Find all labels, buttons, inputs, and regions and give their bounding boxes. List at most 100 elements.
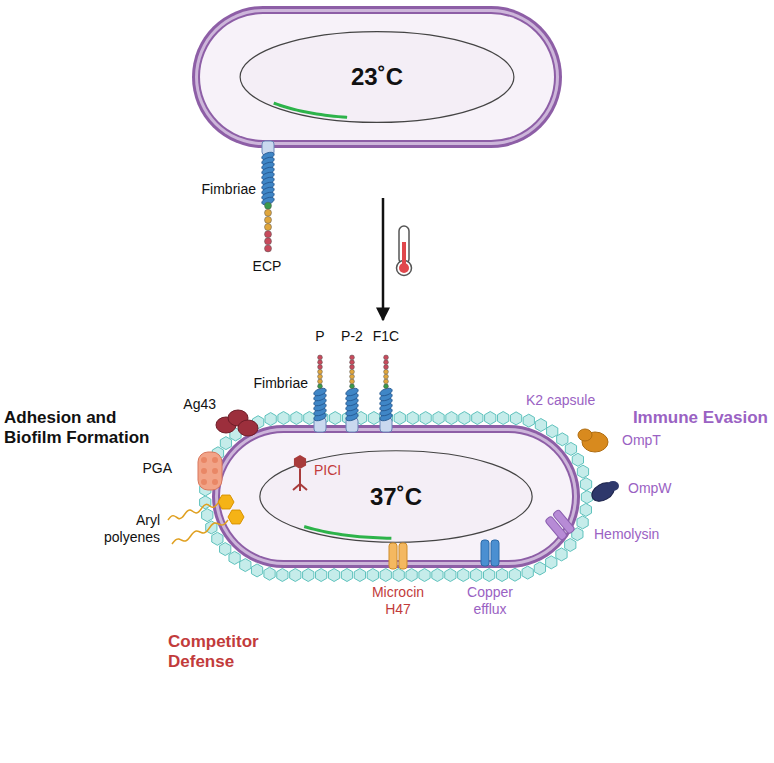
capsule-unit bbox=[510, 412, 521, 425]
capsule-unit bbox=[577, 516, 588, 529]
capsule-unit bbox=[445, 569, 456, 582]
capsule-unit bbox=[229, 551, 240, 564]
part-label: F1C bbox=[366, 328, 406, 345]
capsule-unit bbox=[291, 412, 302, 425]
capsule-unit bbox=[572, 453, 583, 466]
pga-polysaccharide bbox=[201, 457, 207, 463]
nucleoid bbox=[260, 451, 532, 543]
aryl-polyene bbox=[172, 520, 228, 544]
fimbria bbox=[318, 355, 323, 360]
fimbria bbox=[384, 365, 389, 370]
microcin-transporter bbox=[399, 543, 407, 569]
ompt-protein bbox=[578, 429, 592, 441]
pga-polysaccharide bbox=[201, 468, 207, 474]
phage-icon bbox=[293, 455, 307, 491]
fimbria bbox=[261, 141, 275, 252]
part-label: OmpW bbox=[628, 480, 688, 497]
fimbria bbox=[350, 374, 355, 379]
phage-icon bbox=[293, 469, 307, 491]
fimbria bbox=[350, 369, 355, 374]
capsule-unit bbox=[367, 569, 378, 582]
fimbria bbox=[318, 360, 323, 365]
capsule-unit bbox=[565, 538, 576, 551]
capsule-unit bbox=[212, 532, 223, 545]
ag43-protein bbox=[216, 410, 258, 436]
fimbria bbox=[318, 379, 323, 384]
category-heading: Immune Evasion bbox=[608, 408, 768, 428]
part-label: Copper efflux bbox=[455, 584, 525, 618]
cell-membrane bbox=[195, 9, 559, 145]
copper-efflux-pump bbox=[481, 540, 499, 566]
capsule-unit bbox=[380, 569, 391, 582]
capsule-unit bbox=[368, 412, 379, 425]
capsule-unit bbox=[265, 413, 276, 426]
fimbria bbox=[384, 360, 389, 365]
fimbria bbox=[265, 238, 272, 245]
capsule-unit bbox=[458, 569, 469, 582]
hemolysin-pore bbox=[545, 509, 576, 540]
gene-locus bbox=[274, 103, 347, 117]
capsule-unit bbox=[485, 412, 496, 425]
fimbria bbox=[384, 379, 389, 384]
capsule-unit bbox=[354, 569, 365, 582]
fimbria bbox=[384, 384, 389, 389]
fimbria bbox=[384, 369, 389, 374]
capsule-unit bbox=[278, 412, 289, 425]
capsule-unit bbox=[459, 412, 470, 425]
pga-polysaccharide bbox=[212, 479, 218, 485]
pga-polysaccharide bbox=[212, 457, 218, 463]
capsule-unit bbox=[220, 543, 231, 556]
part-label: Hemolysin bbox=[594, 526, 684, 543]
copper-efflux-pump bbox=[491, 540, 499, 566]
capsule-unit bbox=[394, 412, 405, 425]
thermometer-icon bbox=[397, 226, 412, 276]
part-label: Microcin H47 bbox=[363, 584, 433, 618]
cell-membrane bbox=[212, 425, 580, 568]
cell-membrane bbox=[220, 433, 572, 560]
capsule-unit bbox=[420, 412, 431, 425]
part-label: Aryl polyenes bbox=[80, 512, 160, 546]
temperature-shift-arrow bbox=[382, 198, 385, 320]
category-heading: Competitor Defense bbox=[168, 632, 278, 672]
microcin-transporter bbox=[389, 543, 397, 569]
fimbria bbox=[350, 379, 355, 384]
capsule-unit bbox=[509, 568, 520, 581]
ompt-protein bbox=[578, 429, 608, 452]
fimbria bbox=[265, 224, 272, 231]
part-label: OmpT bbox=[622, 432, 682, 449]
fimbria bbox=[265, 216, 272, 223]
part-label: PICI bbox=[314, 462, 364, 479]
part-label: K2 capsule bbox=[526, 392, 610, 409]
capsule-unit bbox=[547, 425, 558, 438]
temperature-label: 23˚C bbox=[351, 63, 403, 91]
ag43-protein bbox=[238, 420, 258, 436]
capsule-unit bbox=[546, 556, 557, 569]
capsule-unit bbox=[303, 569, 314, 582]
part-label: Fimbriae bbox=[188, 181, 256, 198]
hemolysin-pore bbox=[552, 509, 575, 534]
capsule-unit bbox=[240, 559, 251, 572]
capsule-unit bbox=[330, 412, 341, 425]
capsule-unit bbox=[393, 569, 404, 582]
capsule-unit bbox=[290, 569, 301, 582]
cell-outline bbox=[190, 6, 564, 196]
capsule-unit bbox=[419, 569, 430, 582]
fimbria bbox=[318, 374, 323, 379]
capsule-unit bbox=[304, 412, 315, 425]
capsule-unit bbox=[432, 569, 443, 582]
capsule-unit bbox=[565, 442, 576, 455]
pga-polysaccharide bbox=[212, 468, 218, 474]
cell-membrane bbox=[198, 12, 556, 142]
capsule-unit bbox=[522, 566, 533, 579]
ompw-protein bbox=[607, 481, 619, 491]
pga-polysaccharide bbox=[201, 479, 207, 485]
capsule-unit bbox=[264, 567, 275, 580]
capsule-unit bbox=[328, 569, 339, 582]
capsule-unit bbox=[556, 548, 567, 561]
capsule-unit bbox=[316, 569, 327, 582]
capsule-unit bbox=[534, 562, 545, 575]
capsule-unit bbox=[471, 569, 482, 582]
copper-efflux-pump bbox=[481, 540, 489, 566]
capsule-unit bbox=[202, 509, 213, 522]
